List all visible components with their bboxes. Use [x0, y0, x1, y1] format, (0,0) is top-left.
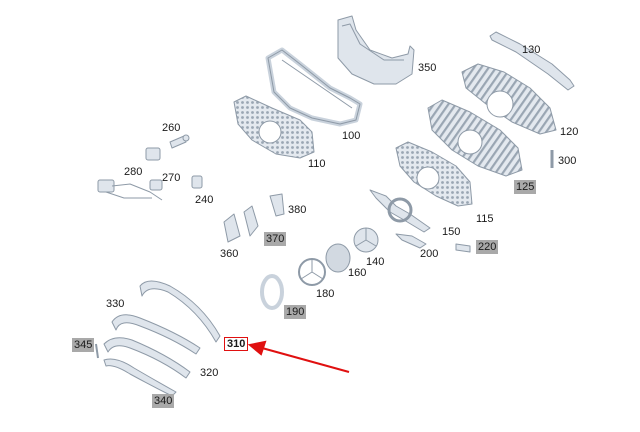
part-220-clip: [455, 243, 471, 253]
label-270: 270: [162, 172, 181, 184]
part-200-trim: [395, 233, 427, 249]
part-150-holder: [369, 189, 431, 233]
label-125: 125: [514, 180, 537, 194]
label-280: 280: [124, 166, 143, 178]
part-350-bracket: [337, 15, 415, 85]
part-130-rail: [489, 31, 575, 91]
label-330: 330: [106, 298, 125, 310]
label-110: 110: [308, 158, 326, 170]
part-260-bolt: [169, 135, 187, 149]
part-345-clip: [95, 343, 99, 359]
label-150: 150: [442, 226, 461, 238]
part-310-trim: [111, 314, 201, 355]
part-190-ring: [260, 274, 284, 310]
label-320: 320: [200, 367, 219, 379]
label-350: 350: [418, 62, 437, 74]
part-380-screw: [269, 193, 285, 217]
label-260: 260: [162, 122, 181, 134]
label-220: 220: [476, 240, 499, 254]
part-160-emblem: [325, 243, 351, 273]
label-140: 140: [366, 256, 385, 268]
label-160: 160: [348, 267, 367, 279]
pointer-arrow: [247, 340, 350, 373]
label-120: 120: [560, 126, 579, 138]
label-340: 340: [152, 394, 175, 408]
part-280-sensor: [145, 147, 161, 161]
label-200: 200: [420, 248, 439, 260]
label-310: 310: [224, 337, 249, 351]
label-100: 100: [342, 130, 361, 142]
part-330-trim: [139, 280, 221, 343]
label-130: 130: [522, 44, 541, 56]
label-300: 300: [558, 155, 577, 167]
label-345: 345: [72, 338, 95, 352]
part-370-bracket: [243, 205, 259, 237]
label-240: 240: [195, 194, 214, 206]
part-320-trim: [103, 337, 191, 379]
label-180: 180: [316, 288, 335, 300]
part-240-clip: [191, 175, 203, 189]
label-115: 115: [476, 213, 494, 225]
label-190: 190: [284, 305, 307, 319]
part-360-bracket: [223, 213, 241, 243]
label-370: 370: [264, 232, 287, 246]
label-380: 380: [288, 204, 307, 216]
label-360: 360: [220, 248, 239, 260]
